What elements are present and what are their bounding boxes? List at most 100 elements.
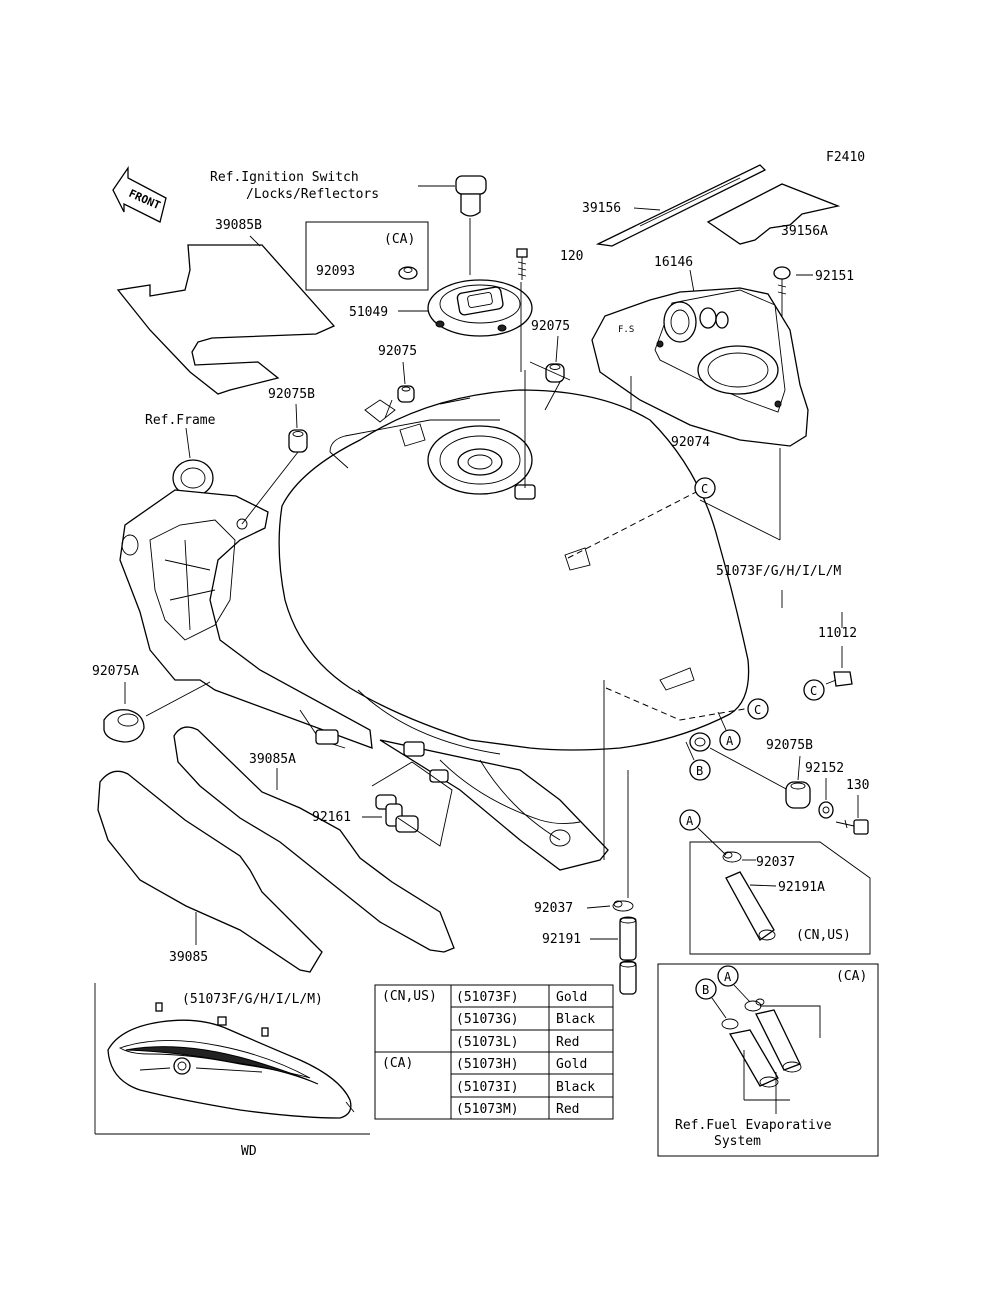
- wd-tank-illustration: [107, 1002, 355, 1119]
- svg-text:A: A: [726, 734, 734, 748]
- svg-text:A: A: [686, 814, 694, 828]
- pad-39085b: [116, 235, 336, 395]
- cn-us-box-label: (CN,US): [796, 928, 851, 943]
- evap-hoses-icon: [721, 998, 802, 1088]
- hose-92191-icon: [619, 916, 637, 995]
- svg-text:C: C: [810, 684, 817, 698]
- table-part-51073g: (51073G): [456, 1012, 519, 1027]
- part-92075a-label: 92075A: [92, 664, 139, 679]
- part-16146-label: 16146: [654, 255, 693, 270]
- wd-frame: [94, 983, 370, 1135]
- callout-b-inset: B: [695, 978, 717, 1000]
- cn-us-box: [689, 841, 871, 955]
- fuel-cap-51049-icon: [427, 279, 533, 337]
- part-130-label: 130: [846, 778, 869, 793]
- table-part-51073l: (51073L): [456, 1035, 519, 1050]
- table-color-gold-2: Gold: [556, 1057, 587, 1072]
- cap-plug-icon: [455, 175, 487, 275]
- ref-ignition-line1: Ref.Ignition Switch: [210, 170, 359, 185]
- svg-text:C: C: [754, 703, 761, 717]
- trim-strip-39156: [595, 164, 767, 247]
- fuel-tank-51073: [278, 389, 750, 841]
- pad-39085: [97, 770, 323, 973]
- wd-label: WD: [241, 1144, 257, 1159]
- bushing-92075b-left-icon: [288, 429, 308, 453]
- hose-92191a-icon: [725, 871, 776, 941]
- dashed-line-c-upper: [567, 489, 701, 559]
- callout-a-inset: A: [679, 809, 701, 831]
- damper-92161-icon: [375, 794, 419, 833]
- bushing-92075a-icon: [103, 709, 145, 743]
- clamp-92037-main-icon: [612, 900, 634, 912]
- clamp-92037-inset-icon: [722, 851, 742, 863]
- table-region-ca: (CA): [382, 1056, 413, 1071]
- screw-icon: [516, 248, 528, 280]
- part-92075b-right-label: 92075B: [766, 738, 813, 753]
- part-39156-label: 39156: [582, 201, 621, 216]
- washer-92152-icon: [818, 801, 834, 819]
- part-39085-label: 39085: [169, 950, 208, 965]
- svg-text:A: A: [724, 970, 732, 984]
- ca-inset-box: [657, 963, 879, 1157]
- bushing-92075b-right-icon: [785, 781, 811, 809]
- part-92037-inset-label: 92037: [756, 855, 795, 870]
- table-color-gold-1: Gold: [556, 990, 587, 1005]
- table-part-51073i: (51073I): [456, 1080, 519, 1095]
- table-color-red-1: Red: [556, 1035, 579, 1050]
- ref-ignition-line2: /Locks/Reflectors: [246, 187, 379, 202]
- figure-code: F2410: [826, 150, 865, 165]
- pad-39085a: [173, 726, 455, 953]
- part-92074-label: 92074: [671, 435, 710, 450]
- part-92093-label: 92093: [316, 264, 355, 279]
- ca-box-label: (CA): [384, 232, 415, 247]
- part-92075-upper-label: 92075: [531, 319, 570, 334]
- part-51049-label: 51049: [349, 305, 388, 320]
- part-92191a-label: 92191A: [778, 880, 825, 895]
- tank-bracket-icon: [689, 732, 711, 752]
- part-39085a-label: 39085A: [249, 752, 296, 767]
- bolt-130-icon: [835, 819, 869, 835]
- svg-text:F.S: F.S: [618, 325, 634, 335]
- part-92075-center-label: 92075: [378, 344, 417, 359]
- callout-c-mid: C: [747, 698, 769, 720]
- part-92151-label: 92151: [815, 269, 854, 284]
- part-39085b-label: 39085B: [215, 218, 262, 233]
- color-table: (CN,US) (51073F) Gold (51073G) Black (51…: [374, 984, 614, 1120]
- part-92037-main-label: 92037: [534, 901, 573, 916]
- table-part-51073h: (51073H): [456, 1057, 519, 1072]
- table-color-black-1: Black: [556, 1012, 595, 1027]
- bolt-92151-icon: [773, 266, 791, 300]
- ref-frame-label: Ref.Frame: [145, 413, 216, 428]
- part-92075b-left-label: 92075B: [268, 387, 315, 402]
- ref-fuel-evap-line1: Ref.Fuel Evaporative: [675, 1118, 832, 1133]
- part-92191-main-label: 92191: [542, 932, 581, 947]
- part-92152-label: 92152: [805, 761, 844, 776]
- callout-a-tank: A: [719, 729, 741, 751]
- table-color-black-2: Black: [556, 1080, 595, 1095]
- ref-fuel-evap-line2: System: [714, 1134, 761, 1149]
- table-region-cn-us: (CN,US): [382, 989, 437, 1004]
- table-part-51073f: (51073F): [456, 990, 519, 1005]
- callout-c-right: C: [803, 679, 825, 701]
- ca-box: [305, 221, 429, 291]
- svg-text:B: B: [696, 764, 703, 778]
- part-51073-label: 51073F/G/H/I/L/M: [716, 564, 841, 579]
- ca-inset-label: (CA): [836, 969, 867, 984]
- front-arrow-icon: FRONT: [112, 165, 167, 223]
- callout-c-upper: C: [694, 477, 716, 499]
- grommet-92093-icon: [398, 266, 418, 280]
- part-120-label: 120: [560, 249, 583, 264]
- callout-a-inset-ca: A: [717, 965, 739, 987]
- part-11012-label: 11012: [818, 626, 857, 641]
- svg-text:C: C: [701, 482, 708, 496]
- dash-cover-16146: F.S: [591, 287, 809, 447]
- dashed-line-c-lower: [605, 687, 751, 721]
- clip-11012-icon: [833, 671, 853, 687]
- callout-b-tank: B: [689, 759, 711, 781]
- wd-header-label: (51073F/G/H/I/L/M): [182, 992, 323, 1007]
- table-color-red-2: Red: [556, 1102, 579, 1117]
- table-part-51073m: (51073M): [456, 1102, 519, 1117]
- part-39156a-label: 39156A: [781, 224, 828, 239]
- trim-plate-39156a: [706, 183, 841, 245]
